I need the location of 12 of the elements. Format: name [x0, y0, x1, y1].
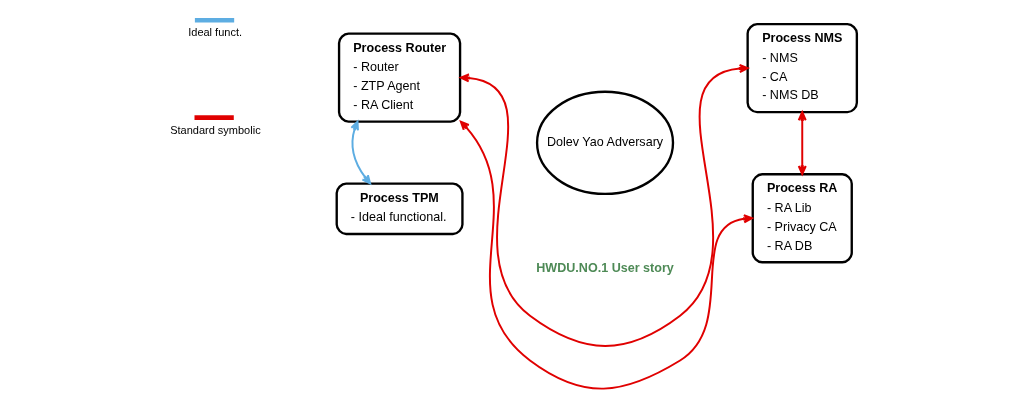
legend-label: Ideal funct. — [187, 26, 242, 39]
arrow — [459, 64, 749, 347]
arrow — [459, 120, 753, 390]
arrow — [349, 120, 371, 185]
node-ellipse: Dolev Yao Adversary — [535, 90, 674, 196]
node-box: Process NMS - NMS - CA - NMS DB — [745, 23, 858, 114]
label: HWDU.NO.1 User story — [535, 261, 674, 276]
arrow — [797, 111, 807, 175]
node-box: Process Router - Router - ZTP Agent - RA Client — [337, 32, 461, 123]
node-box: Process TPM - Ideal functional. — [335, 182, 464, 236]
node-box: Process RA - RA Lib - Privacy CA - RA DB — [751, 173, 853, 264]
legend-label: Standard symbolic — [169, 123, 261, 136]
